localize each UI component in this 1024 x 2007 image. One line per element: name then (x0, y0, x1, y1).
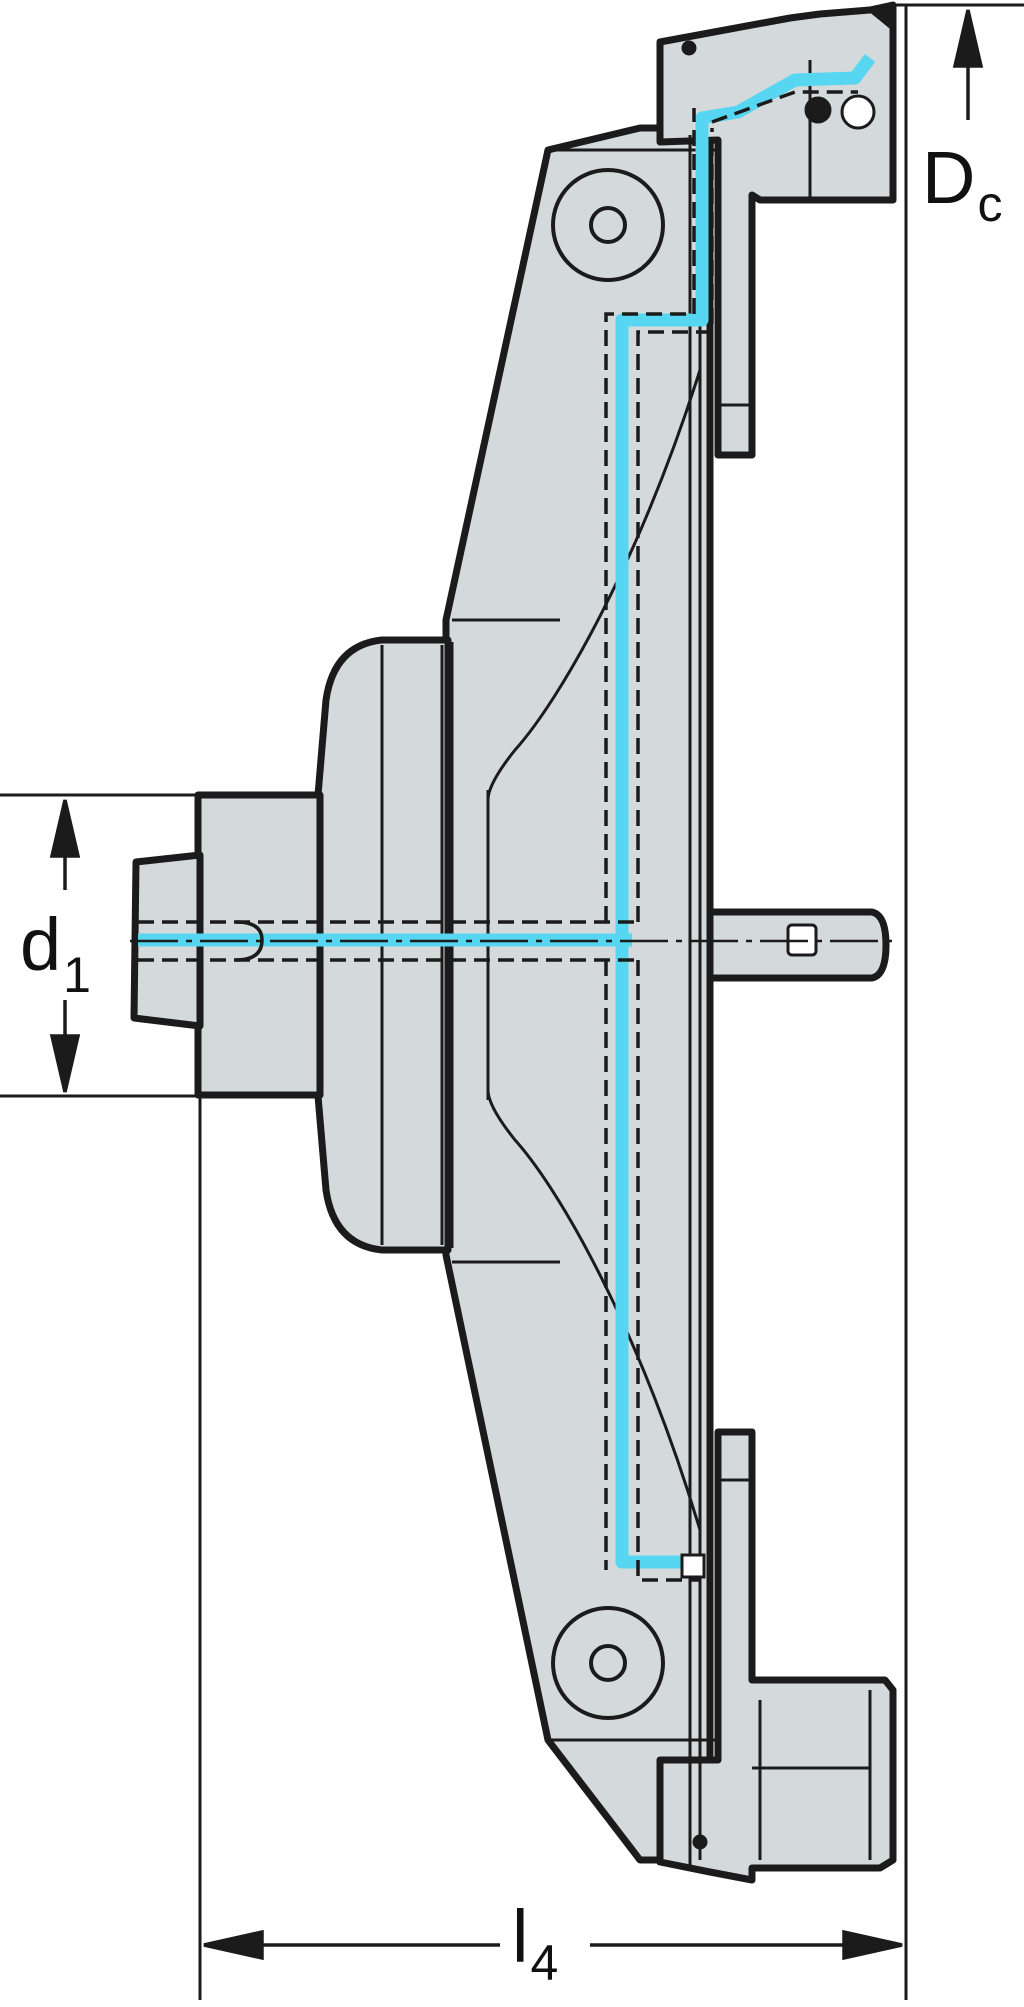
l4-label: l4 (512, 1895, 558, 1991)
dc-label-bg (920, 130, 1024, 230)
d1-dimension (49, 799, 81, 1093)
d1-label: d1 (20, 903, 91, 1003)
screw-hole-icon-lower (551, 1606, 665, 1720)
coolant-channel-edges (138, 90, 858, 1582)
dc-dimension (952, 9, 984, 120)
l4-dimension (203, 1929, 903, 1961)
dc-label: Dc (922, 136, 1002, 232)
insert-screw-icon (681, 40, 876, 1850)
cutting-insert-icon (863, 3, 894, 33)
screw-hole-icon (551, 168, 665, 282)
